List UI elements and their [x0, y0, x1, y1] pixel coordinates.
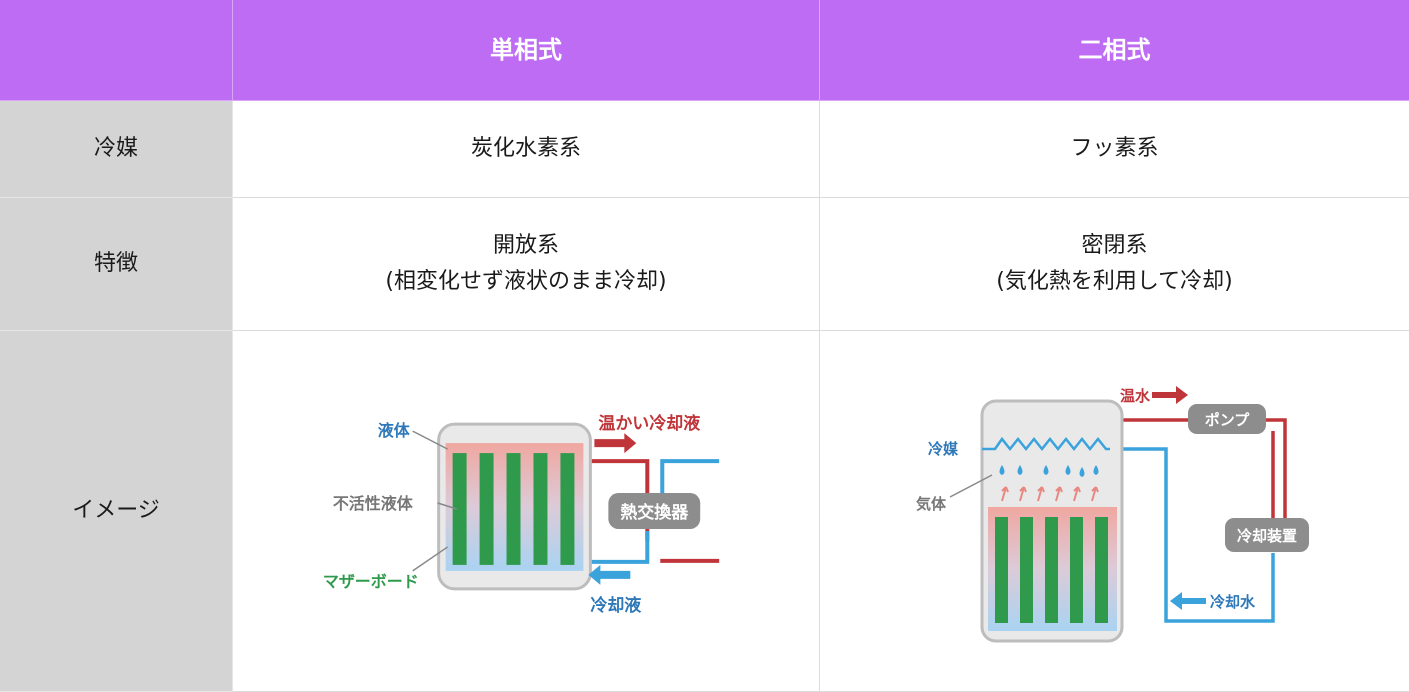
header-single-phase: 単相式	[233, 0, 820, 101]
motherboard-1	[995, 516, 1008, 623]
motherboard-2	[479, 452, 494, 565]
label-cooling-water: 冷却水	[1210, 593, 1256, 611]
two-phase-diagram: ポンプ 冷却装置 温水 冷媒 気体 冷却水	[916, 385, 1309, 642]
cell-single-features: 開放系 (相変化せず液状のまま冷却)	[233, 198, 820, 331]
warm-water-arrow	[1152, 385, 1188, 404]
cooling-unit-box	[1225, 517, 1309, 552]
label-refrigerant: 冷媒	[928, 440, 959, 458]
motherboard-5	[560, 452, 575, 565]
motherboard-4	[533, 452, 548, 565]
hot-arrow	[594, 432, 637, 453]
label-liquid: 液体	[378, 421, 411, 440]
label-warm-water: 温水	[1120, 387, 1151, 405]
motherboard-2	[1020, 516, 1033, 623]
motherboard-1	[452, 452, 467, 565]
label-motherboard: マザーボード	[323, 571, 419, 590]
two-features-line1: 密閉系	[1081, 233, 1148, 258]
droplets	[999, 464, 1099, 477]
label-inert-liquid: 不活性液体	[333, 494, 414, 513]
single-features-line1: 開放系	[492, 233, 559, 258]
label-cooling-unit: 冷却装置	[1237, 527, 1297, 545]
label-gas: 気体	[916, 495, 947, 513]
label-coolant: 冷却液	[590, 594, 641, 615]
cell-single-refrigerant: 炭化水素系	[233, 101, 820, 198]
condenser-coil	[982, 436, 1110, 451]
row-label-features: 特徴	[0, 198, 233, 331]
cold-pipe	[584, 530, 650, 564]
row-label-refrigerant: 冷媒	[0, 101, 233, 198]
motherboard-5	[1095, 516, 1108, 623]
cell-two-diagram: ポンプ 冷却装置 温水 冷媒 気体 冷却水	[820, 331, 1409, 692]
header-corner	[0, 0, 233, 101]
cell-single-diagram: 熱交換器 液体 不活性液体 マザーボード 温かい冷却液 冷却液	[233, 331, 820, 692]
pump-box	[1188, 403, 1266, 434]
motherboard-4	[1070, 516, 1083, 623]
single-features-line2: (相変化せず液状のまま冷却)	[385, 269, 667, 294]
label-warm-coolant: 温かい冷却液	[598, 413, 700, 434]
motherboard-3	[506, 452, 521, 565]
cold-water-arrow	[1170, 591, 1206, 610]
heat-exchanger-box	[608, 492, 701, 529]
cold-water-pipe	[1110, 446, 1275, 623]
header-two-phase: 二相式	[820, 0, 1409, 101]
vapor-arrows	[1001, 485, 1099, 501]
cold-arrow	[588, 564, 631, 585]
cell-two-features: 密閉系 (気化熱を利用して冷却)	[820, 198, 1409, 331]
cell-two-refrigerant: フッ素系	[820, 101, 1409, 198]
label-pump: ポンプ	[1205, 411, 1251, 429]
single-phase-diagram: 熱交換器 液体 不活性液体 マザーボード 温かい冷却液 冷却液	[323, 413, 720, 615]
two-features-line2: (気化熱を利用して冷却)	[996, 269, 1233, 294]
motherboard-3	[1045, 516, 1058, 623]
hot-pipe-out	[660, 558, 720, 563]
row-label-image: イメージ	[0, 331, 233, 692]
label-heat-exchanger: 熱交換器	[620, 501, 689, 522]
